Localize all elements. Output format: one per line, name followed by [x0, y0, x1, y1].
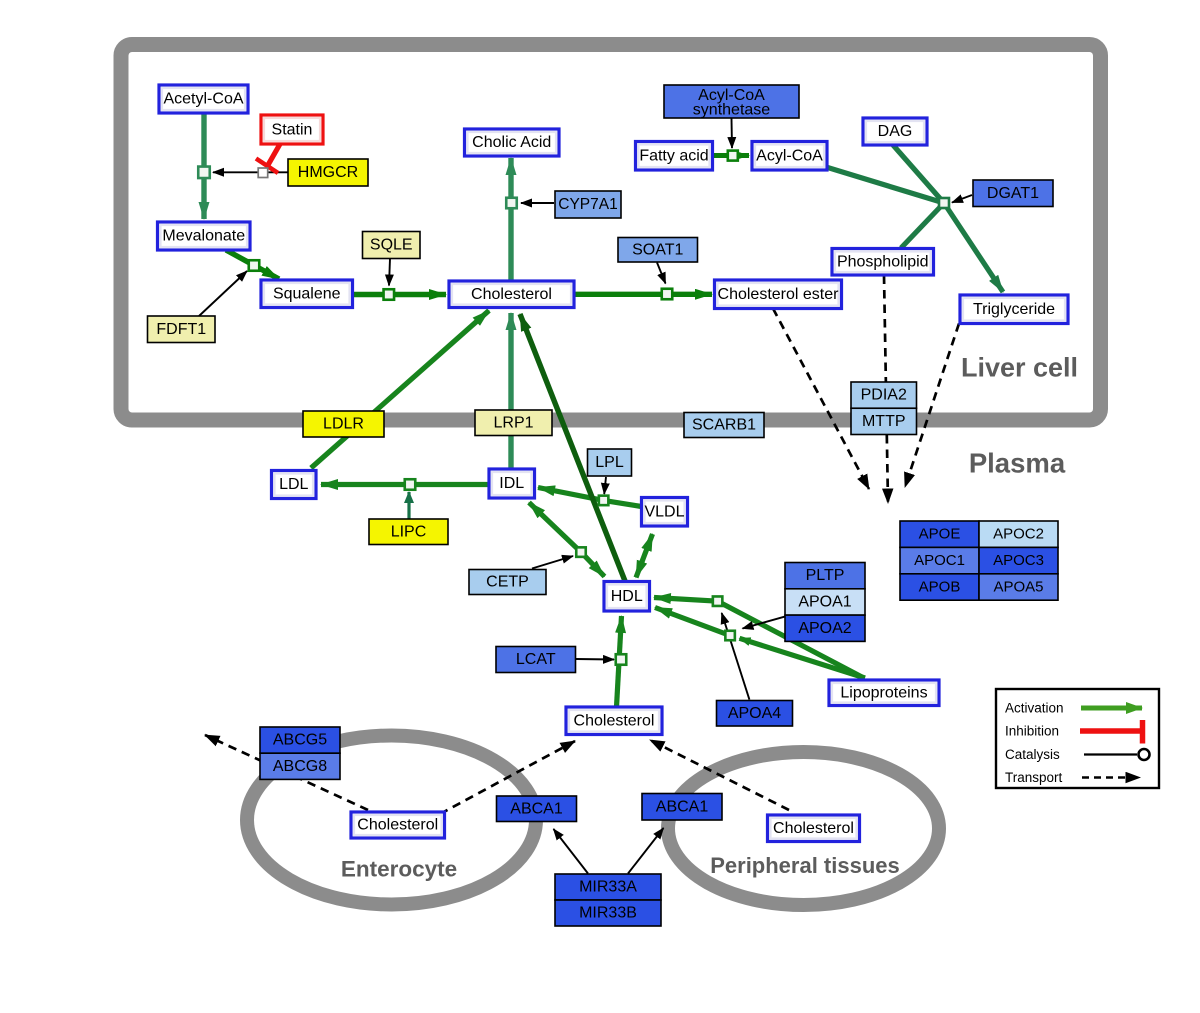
svg-text:DGAT1: DGAT1	[987, 185, 1039, 202]
svg-text:APOE: APOE	[919, 526, 961, 543]
svg-text:Cholesterol: Cholesterol	[357, 817, 438, 834]
svg-text:synthetase: synthetase	[693, 102, 770, 119]
svg-text:APOA4: APOA4	[728, 705, 781, 722]
svg-text:PDIA2: PDIA2	[861, 387, 907, 404]
svg-text:Phospholipid: Phospholipid	[837, 253, 929, 270]
svg-text:APOA1: APOA1	[798, 593, 851, 610]
svg-text:ABCA1: ABCA1	[510, 800, 563, 817]
svg-text:Transport: Transport	[1005, 770, 1063, 785]
svg-text:Statin: Statin	[272, 122, 313, 139]
svg-text:LCAT: LCAT	[516, 651, 556, 668]
svg-text:Cholesterol: Cholesterol	[471, 286, 552, 303]
svg-text:SQLE: SQLE	[370, 237, 413, 254]
svg-text:Peripheral tissues: Peripheral tissues	[710, 853, 900, 878]
svg-text:Squalene: Squalene	[273, 285, 341, 302]
svg-text:APOB: APOB	[919, 579, 961, 596]
svg-text:Triglyceride: Triglyceride	[973, 301, 1055, 318]
svg-text:Acyl-CoA: Acyl-CoA	[756, 147, 823, 164]
svg-text:DAG: DAG	[878, 123, 913, 140]
svg-text:Acetyl-CoA: Acetyl-CoA	[163, 91, 243, 108]
svg-text:LIPC: LIPC	[391, 523, 427, 540]
svg-text:Cholesterol: Cholesterol	[773, 820, 854, 837]
svg-text:Cholesterol: Cholesterol	[574, 712, 655, 729]
svg-text:CYP7A1: CYP7A1	[558, 196, 617, 213]
svg-text:Mevalonate: Mevalonate	[162, 228, 245, 245]
svg-text:ABCG8: ABCG8	[273, 758, 327, 775]
svg-text:Inhibition: Inhibition	[1005, 724, 1059, 739]
svg-text:HDL: HDL	[611, 588, 643, 605]
svg-text:APOC3: APOC3	[993, 552, 1044, 569]
svg-text:Plasma: Plasma	[969, 448, 1066, 479]
svg-text:Catalysis: Catalysis	[1005, 747, 1060, 762]
svg-text:MIR33A: MIR33A	[579, 879, 637, 896]
svg-text:APOC2: APOC2	[993, 526, 1044, 543]
svg-text:Liver cell: Liver cell	[961, 353, 1078, 383]
svg-text:Fatty acid: Fatty acid	[639, 147, 708, 164]
svg-text:LDLR: LDLR	[323, 416, 364, 433]
svg-text:Enterocyte: Enterocyte	[341, 857, 457, 882]
svg-text:LDL: LDL	[279, 476, 308, 493]
svg-text:IDL: IDL	[499, 475, 524, 492]
svg-text:ABCG5: ABCG5	[273, 732, 327, 749]
svg-text:SOAT1: SOAT1	[632, 241, 683, 258]
svg-text:APOA5: APOA5	[993, 579, 1043, 596]
svg-text:Cholesterol ester: Cholesterol ester	[718, 286, 840, 303]
svg-text:Activation: Activation	[1005, 701, 1064, 716]
svg-text:MIR33B: MIR33B	[579, 905, 637, 922]
svg-text:Lipoproteins: Lipoproteins	[840, 684, 927, 701]
svg-text:APOA2: APOA2	[798, 620, 851, 637]
svg-text:LPL: LPL	[595, 454, 624, 471]
svg-text:MTTP: MTTP	[862, 413, 906, 430]
svg-text:VLDL: VLDL	[644, 503, 684, 520]
svg-text:PLTP: PLTP	[806, 567, 845, 584]
svg-text:LRP1: LRP1	[493, 414, 533, 431]
svg-text:HMGCR: HMGCR	[298, 164, 358, 181]
svg-text:FDFT1: FDFT1	[156, 321, 206, 338]
svg-text:Acyl-CoA: Acyl-CoA	[698, 87, 765, 104]
svg-text:APOC1: APOC1	[914, 552, 965, 569]
svg-text:Cholic Acid: Cholic Acid	[472, 134, 551, 151]
svg-text:CETP: CETP	[486, 574, 529, 591]
svg-text:ABCA1: ABCA1	[656, 798, 709, 815]
svg-text:SCARB1: SCARB1	[692, 417, 756, 434]
